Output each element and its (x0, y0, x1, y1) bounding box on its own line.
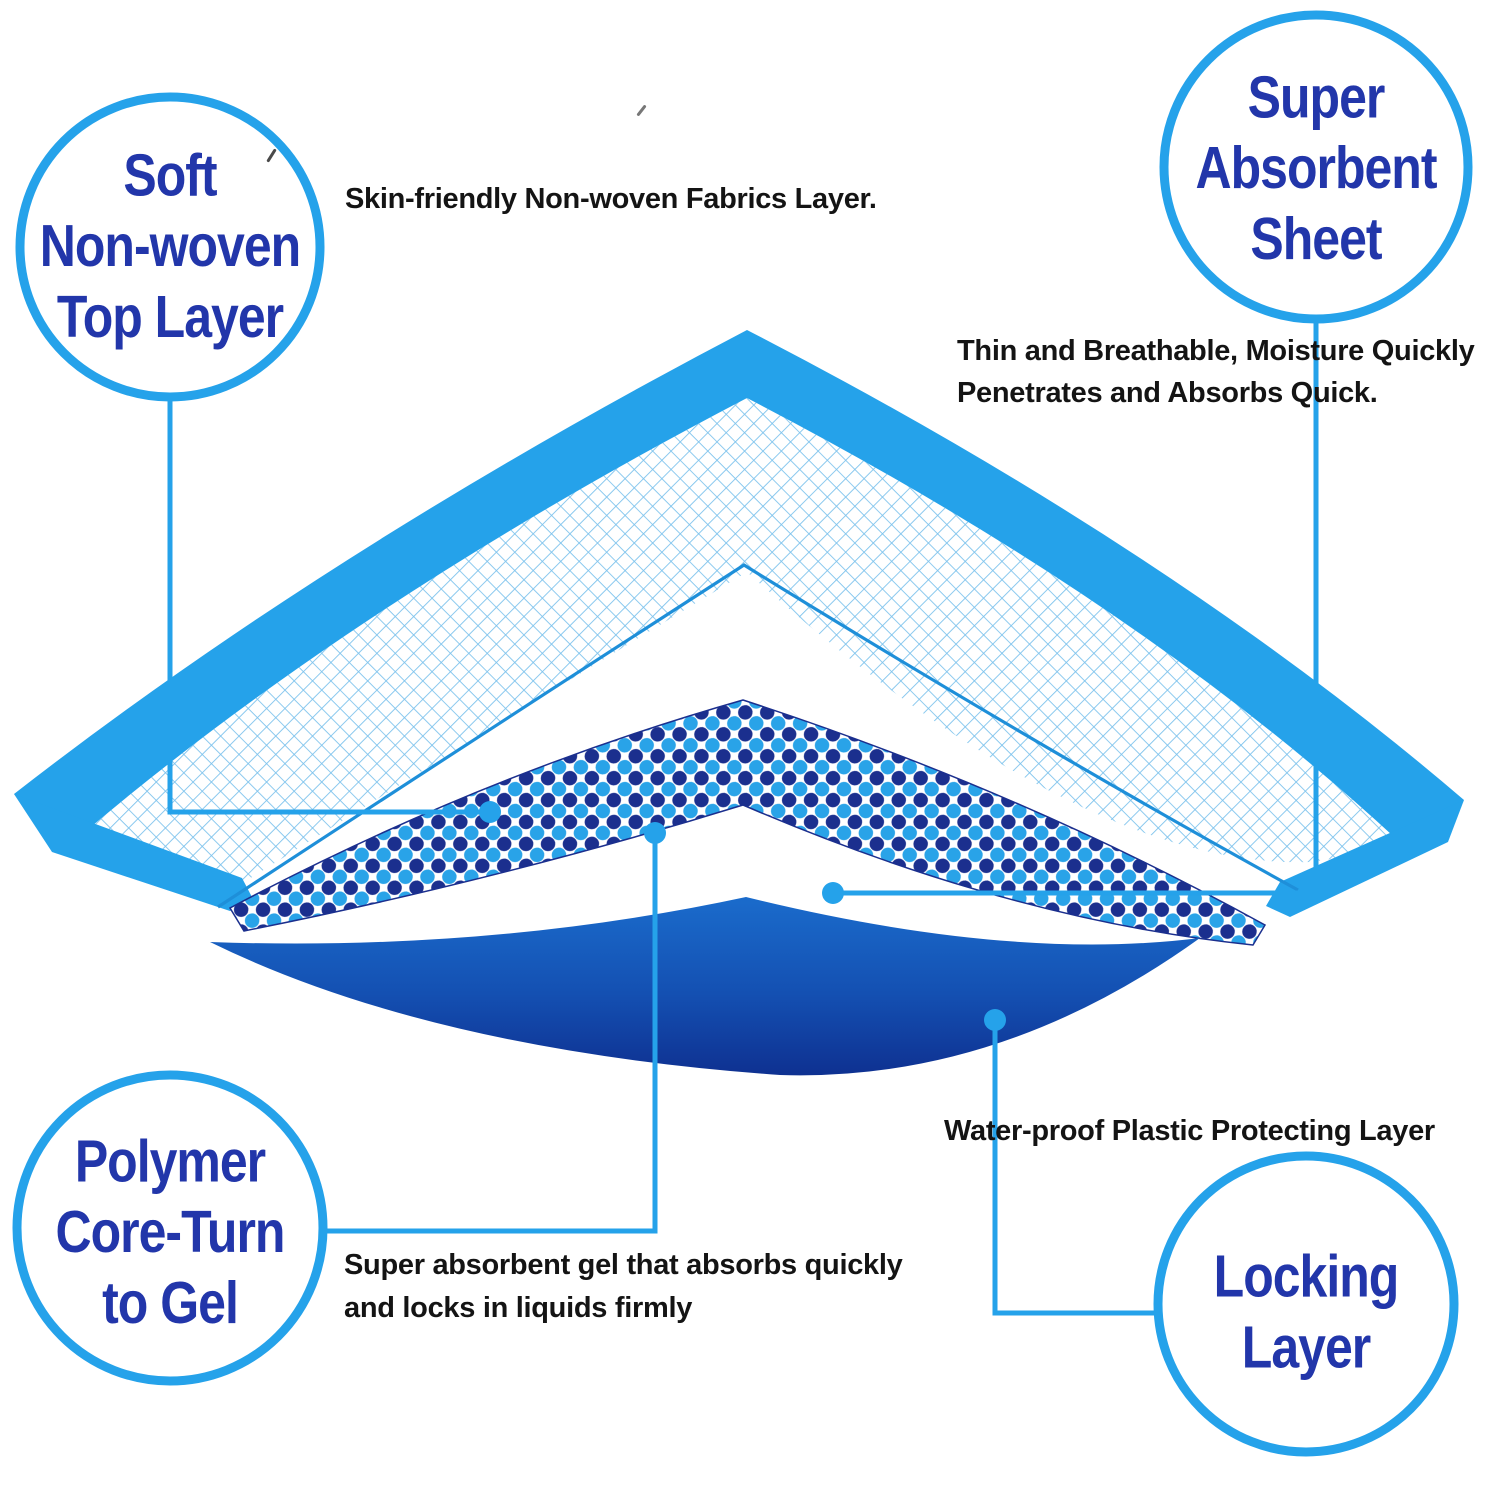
top-sheet-mesh-surface (14, 398, 1406, 886)
callout-label-polymer-core: Polymer Core-Turn to Gel (5, 1126, 335, 1338)
leader-dot-waterproof-layer (984, 1009, 1006, 1031)
leader-line-top-right (843, 322, 1319, 896)
callout-line: Super (1247, 64, 1386, 131)
callout-line: Top Layer (56, 283, 284, 350)
leader-line-bottom-right (992, 1025, 1156, 1316)
annotation-line: Thin and Breathable, Moisture Quickly (957, 335, 1475, 367)
callout-line: Locking (1213, 1243, 1400, 1310)
leader-line-top-left (167, 400, 480, 815)
leader-dot-absorbent-sheet (822, 882, 844, 904)
annotation-line: Super absorbent gel that absorbs quickly (344, 1249, 903, 1281)
leader-dot-polymer-core (644, 822, 666, 844)
annotation-absorbent-sheet: Thin and Breathable, Moisture Quickly Pe… (957, 330, 1475, 414)
leader-dot-mesh-layer (479, 801, 501, 823)
annotation-line: and locks in liquids firmly (344, 1292, 693, 1324)
callout-line: Sheet (1250, 205, 1382, 272)
leader-line-bottom-left (327, 838, 658, 1234)
callout-label-absorbent-sheet: Super Absorbent Sheet (1151, 62, 1481, 274)
callout-circle-top-right (1159, 10, 1473, 324)
top-sheet-left-fold (14, 794, 253, 911)
callout-line: to Gel (102, 1269, 239, 1336)
annotation-top-layer: Skin-friendly Non-woven Fabrics Layer. (345, 183, 877, 215)
annotation-line: Penetrates and Absorbs Quick. (957, 377, 1378, 409)
absorbent-sheet-outline (217, 563, 1299, 909)
top-sheet-border-band (14, 330, 1464, 848)
callout-line: Layer (1241, 1314, 1371, 1381)
callout-line: Polymer (74, 1128, 266, 1195)
callout-circle-bottom-left (12, 1070, 328, 1386)
polymer-dotted-band (228, 699, 1267, 946)
annotation-gel-core: Super absorbent gel that absorbs quickly… (344, 1244, 903, 1330)
callout-line: Non-woven (39, 212, 301, 280)
callout-line: Soft (123, 142, 217, 209)
annotation-waterproof-layer: Water-proof Plastic Protecting Layer (944, 1115, 1435, 1147)
callout-label-locking-layer: Locking Layer (1141, 1241, 1471, 1383)
callout-line: Absorbent (1195, 134, 1438, 202)
callout-circle-top-left (15, 92, 325, 402)
waterproof-bottom-layer (210, 897, 1200, 1076)
callout-circle-bottom-right (1153, 1151, 1459, 1457)
callout-line: Core-Turn (55, 1198, 286, 1266)
callout-label-top-layer: Soft Non-woven Top Layer (5, 140, 335, 352)
